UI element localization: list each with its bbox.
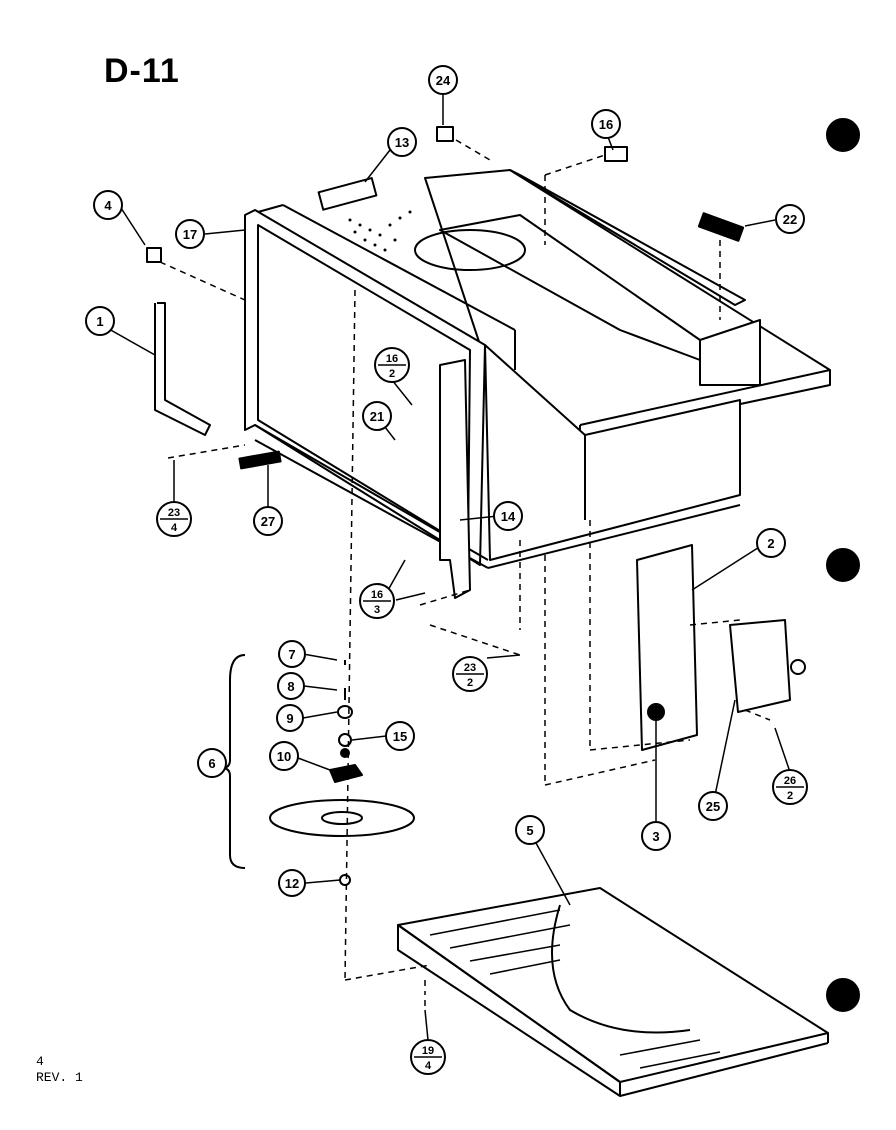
revision-label: REV. 1 — [36, 1070, 83, 1085]
callout-24: 24 — [436, 73, 451, 88]
callout-21-circle — [362, 401, 392, 431]
page-number: 4 — [36, 1054, 44, 1069]
callout-19-4-qty: 4 — [425, 1060, 432, 1072]
callout-7: 7 — [288, 647, 295, 662]
fan-blade — [269, 799, 415, 837]
binder-hole-middle — [826, 548, 860, 582]
callout-15-circle — [385, 721, 415, 751]
callout-8: 8 — [287, 679, 294, 694]
callout-16-2-num: 16 — [386, 353, 398, 365]
callout-3-circle — [641, 821, 671, 851]
callout-26-2-num: 26 — [784, 775, 796, 787]
binder-hole-bottom — [826, 978, 860, 1012]
callout-14-circle — [493, 501, 523, 531]
callout-23-2-num: 23 — [464, 662, 476, 674]
callout-19-4-num: 19 — [422, 1045, 434, 1057]
part-13-block — [317, 177, 378, 211]
fan-hub — [329, 764, 363, 783]
callout-3: 3 — [652, 829, 659, 844]
callout-12-circle — [278, 869, 306, 897]
callout-1-circle — [85, 306, 115, 336]
perforated-panel — [348, 210, 412, 252]
binder-hole-top — [826, 118, 860, 152]
callout-5: 5 — [526, 823, 533, 838]
callout-12: 12 — [285, 876, 299, 891]
callout-23-2-qty: 2 — [467, 677, 473, 689]
divider-end-block — [699, 319, 761, 386]
partition-frame-outer — [244, 209, 486, 566]
callout-13-circle — [387, 127, 417, 157]
callout-27-circle — [253, 506, 283, 536]
callout-22: 22 — [783, 212, 797, 227]
part-4-cap — [146, 247, 162, 263]
callout-16: 16 — [599, 117, 613, 132]
callout-25: 25 — [706, 799, 720, 814]
callout-6-circle — [197, 748, 227, 778]
callout-25-circle — [698, 791, 728, 821]
bracket-part-14 — [439, 359, 471, 599]
callout-2-circle — [756, 528, 786, 558]
callout-26-2-qty: 2 — [787, 790, 793, 802]
callout-23-4-num: 23 — [168, 507, 180, 519]
callout-7-circle — [278, 640, 306, 668]
callout-16-2-qty: 2 — [389, 368, 395, 380]
callout-13: 13 — [395, 135, 409, 150]
part-16-clip — [604, 146, 628, 162]
callout-9: 9 — [286, 711, 293, 726]
part-1-strap — [154, 302, 211, 436]
callout-16-3-qty: 3 — [374, 604, 380, 616]
part-25-switch — [729, 619, 791, 713]
callout-16-circle — [591, 109, 621, 139]
callout-8-circle — [277, 672, 305, 700]
callout-10: 10 — [277, 749, 291, 764]
part-22-terminal — [697, 212, 745, 242]
callout-1: 1 — [96, 314, 103, 329]
callout-4: 4 — [104, 198, 112, 213]
callout-6: 6 — [208, 756, 215, 771]
part-27-plate — [238, 450, 282, 470]
part-2-bracket — [636, 544, 698, 751]
part-24-clip — [436, 126, 454, 142]
callout-5-circle — [515, 815, 545, 845]
callout-9-circle — [276, 704, 304, 732]
callout-4-circle — [93, 190, 123, 220]
housing-box — [484, 344, 741, 561]
callout-17-circle — [175, 219, 205, 249]
callout-27: 27 — [261, 514, 275, 529]
callout-16-3-num: 16 — [371, 589, 383, 601]
chassis-side-rail — [509, 169, 746, 306]
callout-15: 15 — [393, 729, 407, 744]
callout-24-circle — [428, 65, 458, 95]
callout-14: 14 — [501, 509, 516, 524]
callout-17: 17 — [183, 227, 197, 242]
callout-23-4-qty: 4 — [171, 522, 178, 534]
diagram-title: D-11 — [104, 52, 180, 90]
callout-10-circle — [269, 741, 299, 771]
callout-21: 21 — [370, 409, 384, 424]
callout-22-circle — [775, 204, 805, 234]
callout-2: 2 — [767, 536, 774, 551]
fan-washer — [338, 733, 352, 747]
part-5-base-pan — [397, 887, 829, 1083]
